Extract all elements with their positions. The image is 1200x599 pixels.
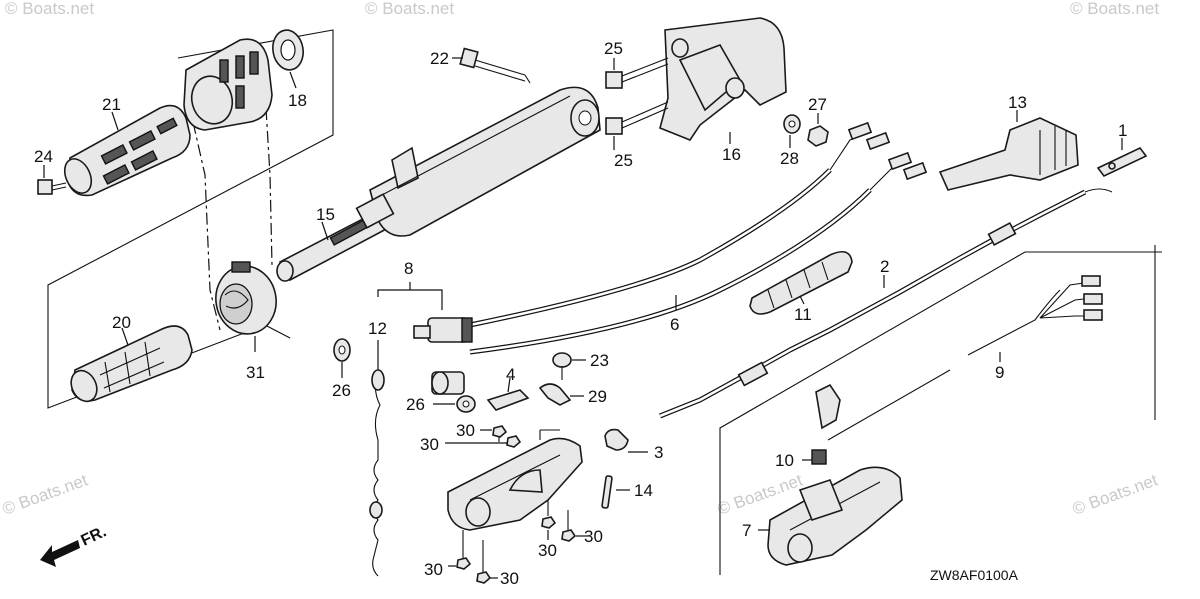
callout-29: 29	[588, 387, 607, 406]
part-30-screw-d[interactable]	[561, 510, 577, 542]
callout-27: 27	[808, 95, 827, 114]
callout-13: 13	[1008, 93, 1027, 112]
part-tiller-arm[interactable]	[355, 86, 601, 237]
callout-2: 2	[880, 257, 889, 276]
callout-20: 20	[112, 313, 131, 332]
callout-12: 12	[368, 319, 387, 338]
part-26-washer-lower[interactable]	[456, 395, 476, 413]
part-25-bolt-upper[interactable]	[605, 57, 669, 89]
part-31-throttle-drum[interactable]	[211, 261, 282, 338]
callout-3: 3	[654, 443, 663, 462]
part-26-washer-upper[interactable]	[333, 338, 351, 362]
callout-16: 16	[722, 145, 741, 164]
part-20-grip[interactable]	[66, 325, 193, 406]
part-7-lower-case[interactable]	[767, 466, 903, 566]
callout-23: 23	[590, 351, 609, 370]
callout-30-b: 30	[420, 435, 439, 454]
part-25-bolt-lower[interactable]	[605, 101, 669, 135]
callout-21: 21	[102, 95, 121, 114]
part-3-grommet[interactable]	[604, 428, 629, 451]
watermark-top-left: © Boats.net	[5, 0, 94, 18]
part-30-screw-a[interactable]	[492, 425, 508, 442]
callout-numbers: 1 2 3 4 6 7 8 9 10 11 12 13 14 15 16 18 …	[34, 39, 1127, 588]
part-8-stop-switch[interactable]	[413, 317, 473, 343]
part-13-connector[interactable]	[938, 117, 1079, 191]
callout-6: 6	[670, 315, 679, 334]
part-10-plug[interactable]	[811, 383, 841, 465]
part-30-screw-e[interactable]	[456, 530, 472, 570]
part-14-pin[interactable]	[601, 475, 613, 509]
callout-8: 8	[404, 259, 413, 278]
leader-8	[377, 289, 443, 310]
callout-30-c: 30	[538, 541, 557, 560]
callout-11: 11	[794, 305, 812, 324]
fr-direction-arrow: FR.	[40, 523, 109, 567]
callout-24: 24	[34, 147, 53, 166]
part-21-throttle-grip[interactable]	[60, 104, 191, 198]
leader-18	[289, 71, 297, 89]
part-11-boot[interactable]	[749, 250, 853, 315]
watermarks: © Boats.net © Boats.net © Boats.net © Bo…	[0, 0, 1160, 519]
grip-dashed-guide-2	[265, 107, 273, 266]
callout-15: 15	[316, 205, 335, 224]
callout-7: 7	[742, 521, 751, 540]
callout-25-lower: 25	[614, 151, 633, 170]
part-16-bracket[interactable]	[659, 17, 787, 141]
part-26-grommet-lower[interactable]	[431, 371, 465, 395]
lower-right-group-outline	[719, 251, 1162, 575]
callout-30-f: 30	[500, 569, 519, 588]
part-24-screw[interactable]	[37, 179, 67, 195]
callout-22: 22	[430, 49, 449, 68]
part-4-plate[interactable]	[486, 389, 530, 411]
grip-dashed-guide	[192, 121, 221, 331]
watermark-top-right: © Boats.net	[1070, 0, 1159, 18]
part-lower-case-left[interactable]	[447, 429, 583, 531]
part-12-emergency-lanyard[interactable]	[369, 369, 385, 577]
callout-30-d: 30	[584, 527, 603, 546]
callout-4: 4	[506, 365, 515, 384]
part-18-ring[interactable]	[270, 28, 306, 73]
callout-26-lower: 26	[406, 395, 425, 414]
callout-1: 1	[1118, 121, 1127, 140]
part-27-nut[interactable]	[807, 125, 829, 147]
part-29-clamp[interactable]	[538, 383, 572, 406]
part-grip-sleeve[interactable]	[183, 38, 273, 131]
callout-28: 28	[780, 149, 799, 168]
part-30-screw-f[interactable]	[476, 540, 492, 584]
diagram-code: ZW8AF0100A	[930, 567, 1019, 583]
part-30-screw-b[interactable]	[506, 435, 522, 448]
part-2-throttle-cable[interactable]	[659, 188, 1113, 419]
part-1-terminal[interactable]	[1096, 146, 1148, 178]
callout-9: 9	[995, 363, 1004, 382]
part-22-bolt[interactable]	[459, 47, 531, 84]
leader-20	[121, 327, 129, 346]
leader-11	[799, 295, 805, 305]
leader-4	[507, 377, 511, 393]
leader-21	[111, 111, 119, 131]
watermark-top-center: © Boats.net	[365, 0, 454, 18]
part-30-screw-c[interactable]	[541, 500, 557, 529]
callout-25-upper: 25	[604, 39, 623, 58]
callout-30-a: 30	[456, 421, 475, 440]
part-23-screw[interactable]	[552, 352, 572, 380]
watermark-bottom-right: © Boats.net	[1070, 470, 1160, 518]
part-6-stop-switch-harness[interactable]	[469, 121, 928, 355]
fr-label: FR.	[79, 523, 110, 549]
callout-30-e: 30	[424, 560, 443, 579]
callout-10: 10	[775, 451, 794, 470]
callout-14: 14	[634, 481, 653, 500]
part-9-harness[interactable]	[827, 275, 1103, 441]
callout-26-upper: 26	[332, 381, 351, 400]
callout-18: 18	[288, 91, 307, 110]
part-28-washer[interactable]	[783, 114, 801, 134]
callout-31: 31	[246, 363, 265, 382]
watermark-bottom-left: © Boats.net	[0, 470, 90, 518]
leader-15	[321, 221, 329, 241]
